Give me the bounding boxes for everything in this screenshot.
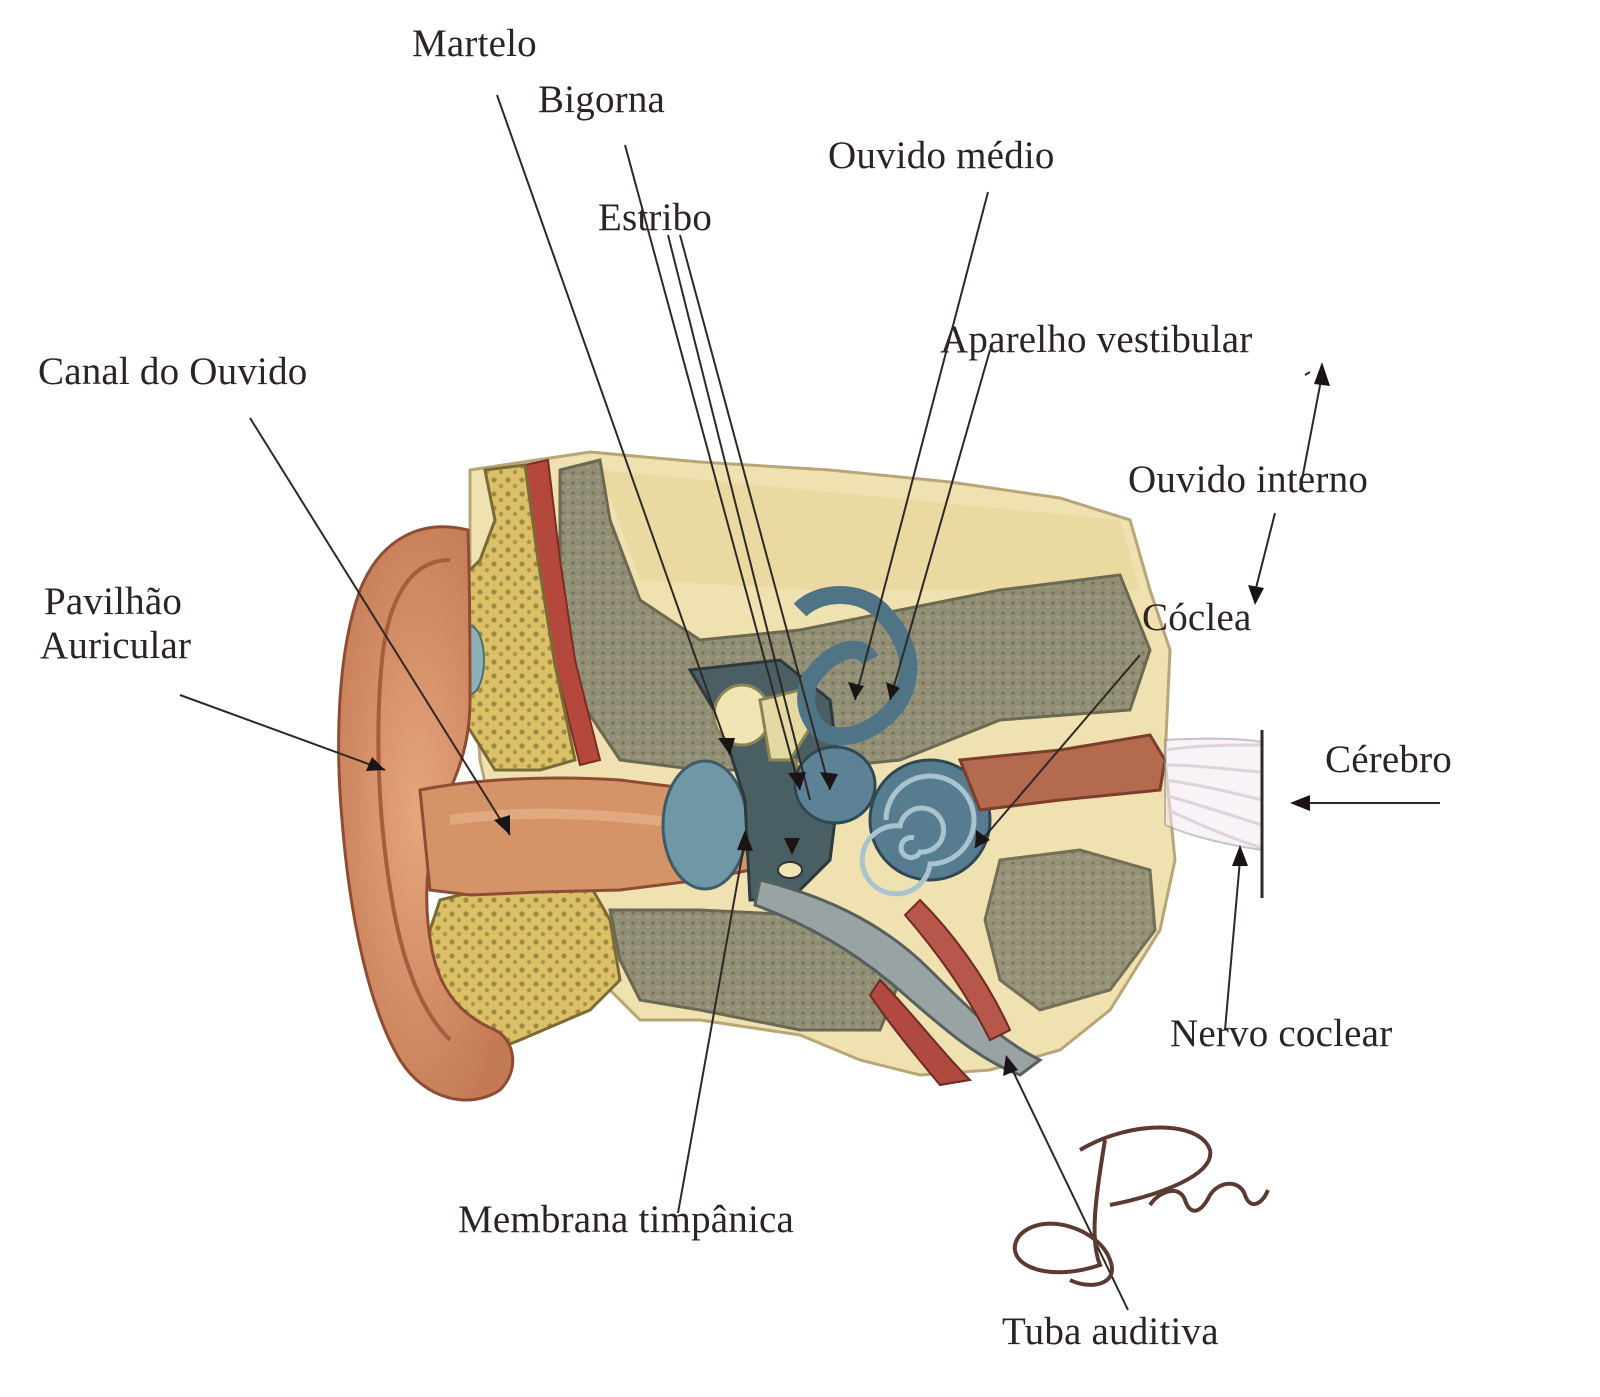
muscle-band bbox=[903, 898, 1012, 1042]
arrow-heads bbox=[366, 362, 1330, 1076]
artist-signature bbox=[1012, 1125, 1270, 1287]
label-estribo: Estribo bbox=[598, 196, 713, 239]
auditory-tube bbox=[753, 878, 1043, 1077]
label-coclea: Cóclea bbox=[1142, 596, 1252, 639]
petrous-bone-right bbox=[983, 848, 1157, 1012]
tensor-muscle bbox=[868, 978, 973, 1087]
label-canal-do-ouvido: Canal do Ouvido bbox=[38, 350, 308, 393]
ear-canal-shade bbox=[449, 808, 691, 830]
label-nervo-coclear: Nervo coclear bbox=[1170, 1012, 1393, 1055]
label-cerebro: Cérebro bbox=[1325, 738, 1453, 781]
label-tuba-auditiva: Tuba auditiva bbox=[1002, 1310, 1219, 1353]
label-pavilhao-line2: Auricular bbox=[40, 624, 192, 667]
vestibule bbox=[793, 745, 877, 825]
vestibular-system bbox=[793, 586, 918, 746]
label-ouvido-medio: Ouvido médio bbox=[828, 134, 1055, 177]
cochlea bbox=[859, 758, 992, 897]
label-pavilhao-line1: Pavilhão bbox=[44, 580, 183, 623]
label-bigorna: Bigorna bbox=[538, 78, 666, 121]
internal-auditory-canal bbox=[957, 733, 1167, 812]
label-aparelho-vestibular: Aparelho vestibular bbox=[940, 318, 1253, 361]
nerve-bundle-outline bbox=[1164, 737, 1263, 852]
leader-lines bbox=[179, 94, 1440, 1311]
tympanic-membrane bbox=[661, 759, 749, 891]
label-membrana-timpanica: Membrana timpânica bbox=[458, 1198, 795, 1241]
label-ouvido-interno: Ouvido interno bbox=[1128, 458, 1369, 501]
pinna-helix-fold bbox=[376, 558, 452, 1042]
round-window bbox=[777, 861, 803, 879]
label-martelo: Martelo bbox=[412, 22, 537, 65]
